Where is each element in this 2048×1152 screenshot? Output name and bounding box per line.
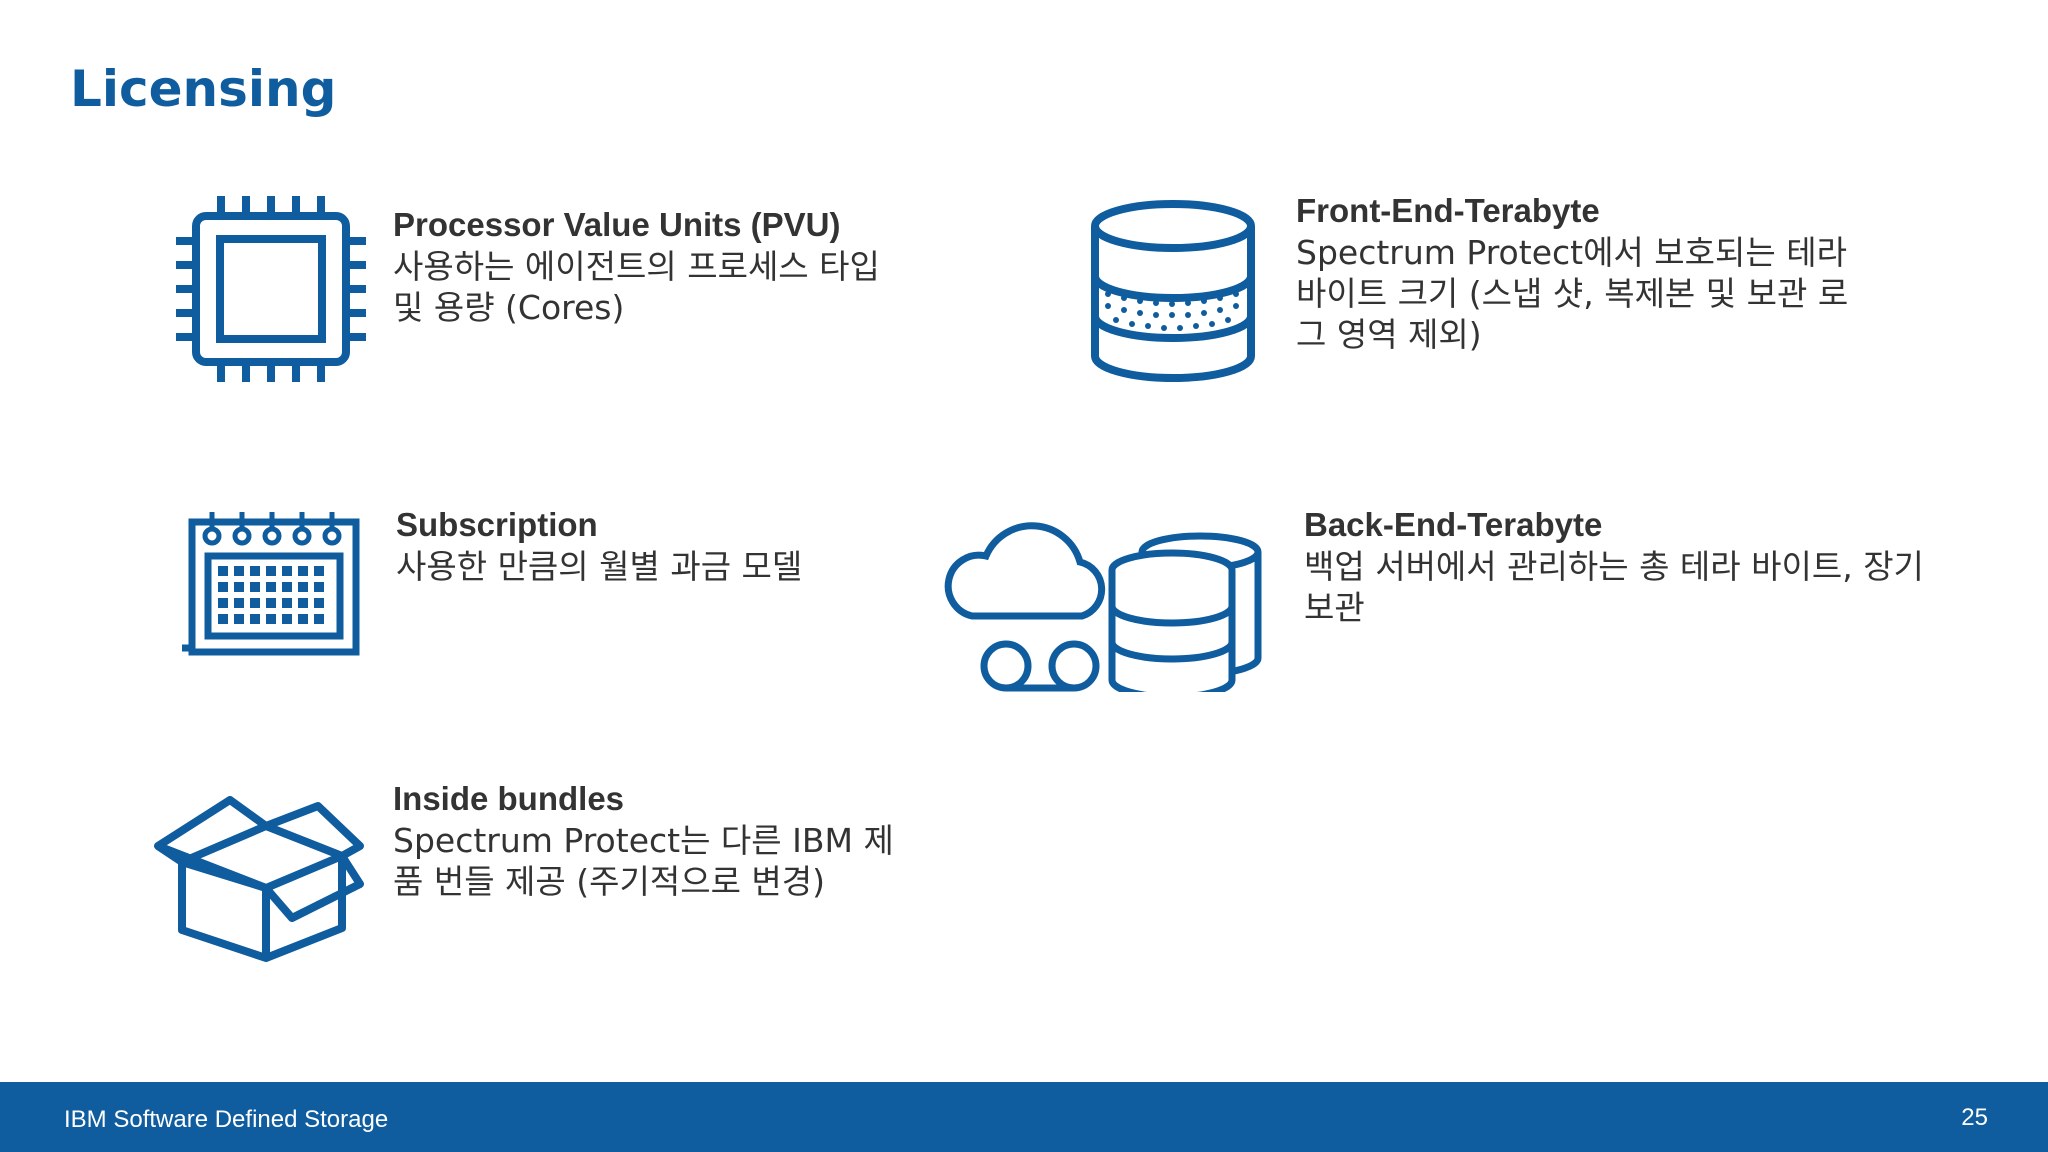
pvu-item: Processor Value Units (PVU) 사용하는 에이전트의 프…: [393, 204, 913, 328]
cloud-storage-icon: [942, 508, 1268, 692]
calendar-icon: [174, 508, 360, 658]
front-end-item: Front-End-Terabyte Spectrum Protect에서 보호…: [1296, 190, 1876, 355]
bundles-description: Spectrum Protect는 다른 IBM 제품 번들 제공 (주기적으로…: [393, 821, 894, 901]
bundles-item: Inside bundles Spectrum Protect는 다른 IBM …: [393, 778, 913, 902]
front-end-description: Spectrum Protect에서 보호되는 테라바이트 크기 (스냅 샷, …: [1296, 233, 1849, 354]
page-number: 25: [1961, 1104, 1988, 1131]
open-box-icon: [154, 796, 364, 962]
subscription-description: 사용한 만큼의 월별 과금 모델: [396, 547, 803, 586]
database-icon: [1088, 198, 1258, 384]
back-end-description: 백업 서버에서 관리하는 총 테라 바이트, 장기 보관: [1304, 547, 1924, 627]
pvu-heading: Processor Value Units (PVU): [393, 206, 841, 243]
footer-brand: IBM Software Defined Storage: [64, 1106, 389, 1133]
subscription-item: Subscription 사용한 만큼의 월별 과금 모델: [396, 504, 956, 587]
subscription-heading: Subscription: [396, 506, 598, 543]
pvu-description: 사용하는 에이전트의 프로세스 타입 및 용량 (Cores): [393, 247, 880, 327]
bundles-heading: Inside bundles: [393, 780, 625, 817]
cpu-chip-icon: [176, 196, 366, 382]
front-end-heading: Front-End-Terabyte: [1296, 192, 1600, 229]
footer-bar: IBM Software Defined Storage 25: [0, 1082, 2048, 1152]
back-end-heading: Back-End-Terabyte: [1304, 506, 1603, 543]
back-end-item: Back-End-Terabyte 백업 서버에서 관리하는 총 테라 바이트,…: [1304, 504, 1944, 628]
slide-title: Licensing: [70, 60, 337, 118]
